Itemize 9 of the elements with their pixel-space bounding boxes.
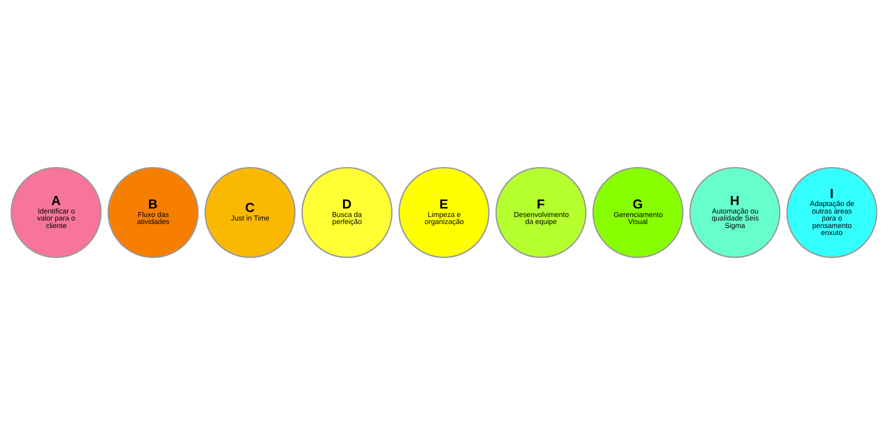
node-circle: C Just in Time [204,166,296,258]
node-circle: B Fluxo das atividades [108,166,199,258]
node-circle: G Gerenciamento Visual [592,166,684,258]
node-circle: F Desenvolvimento da equipe [495,166,586,258]
node-circle: D Busca da perfeição [302,166,393,258]
node-circle: A Identificar o valor para o cliente [10,166,102,258]
node-circle: E Limpeza e organização [398,166,490,258]
node-circle: H Automação ou qualidade Seis Sigma [689,166,780,258]
node-circle: I Adaptação de outras áreas para o pensamento enxuto [786,166,878,258]
